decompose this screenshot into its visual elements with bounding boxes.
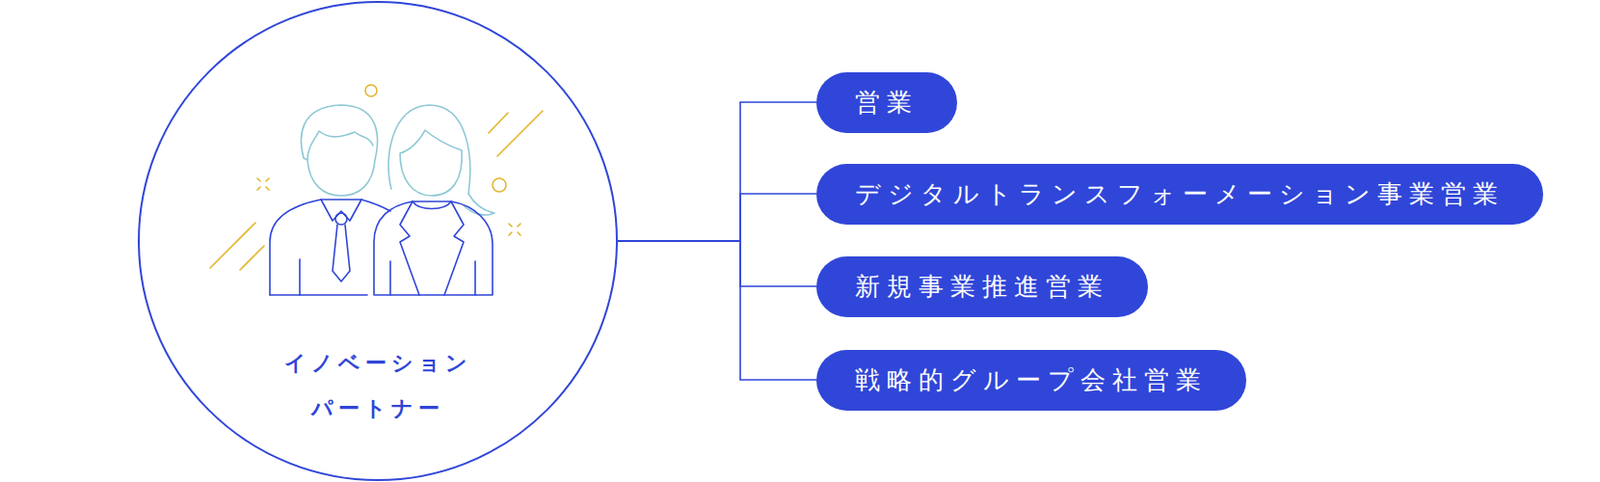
category-pill: 戦略的グループ会社営業 <box>816 349 1247 411</box>
role-label: イノベーション パートナー <box>262 340 494 431</box>
pill-label: デジタルトランスフォーメーション事業営業 <box>816 177 1544 212</box>
pill-label: 営業 <box>816 85 958 120</box>
connector-line <box>617 240 817 287</box>
connector-line <box>617 193 817 241</box>
pill-label: 新規事業推進営業 <box>816 269 1148 304</box>
category-pill: 営業 <box>816 72 958 134</box>
connector-line <box>617 102 817 241</box>
category-pill: 新規事業推進営業 <box>816 256 1148 318</box>
people-illustration <box>210 84 543 295</box>
connector-line <box>617 240 817 380</box>
category-pill: デジタルトランスフォーメーション事業営業 <box>816 163 1544 225</box>
pill-label: 戦略的グループ会社営業 <box>816 363 1247 398</box>
role-circle: イノベーション パートナー <box>137 0 618 481</box>
